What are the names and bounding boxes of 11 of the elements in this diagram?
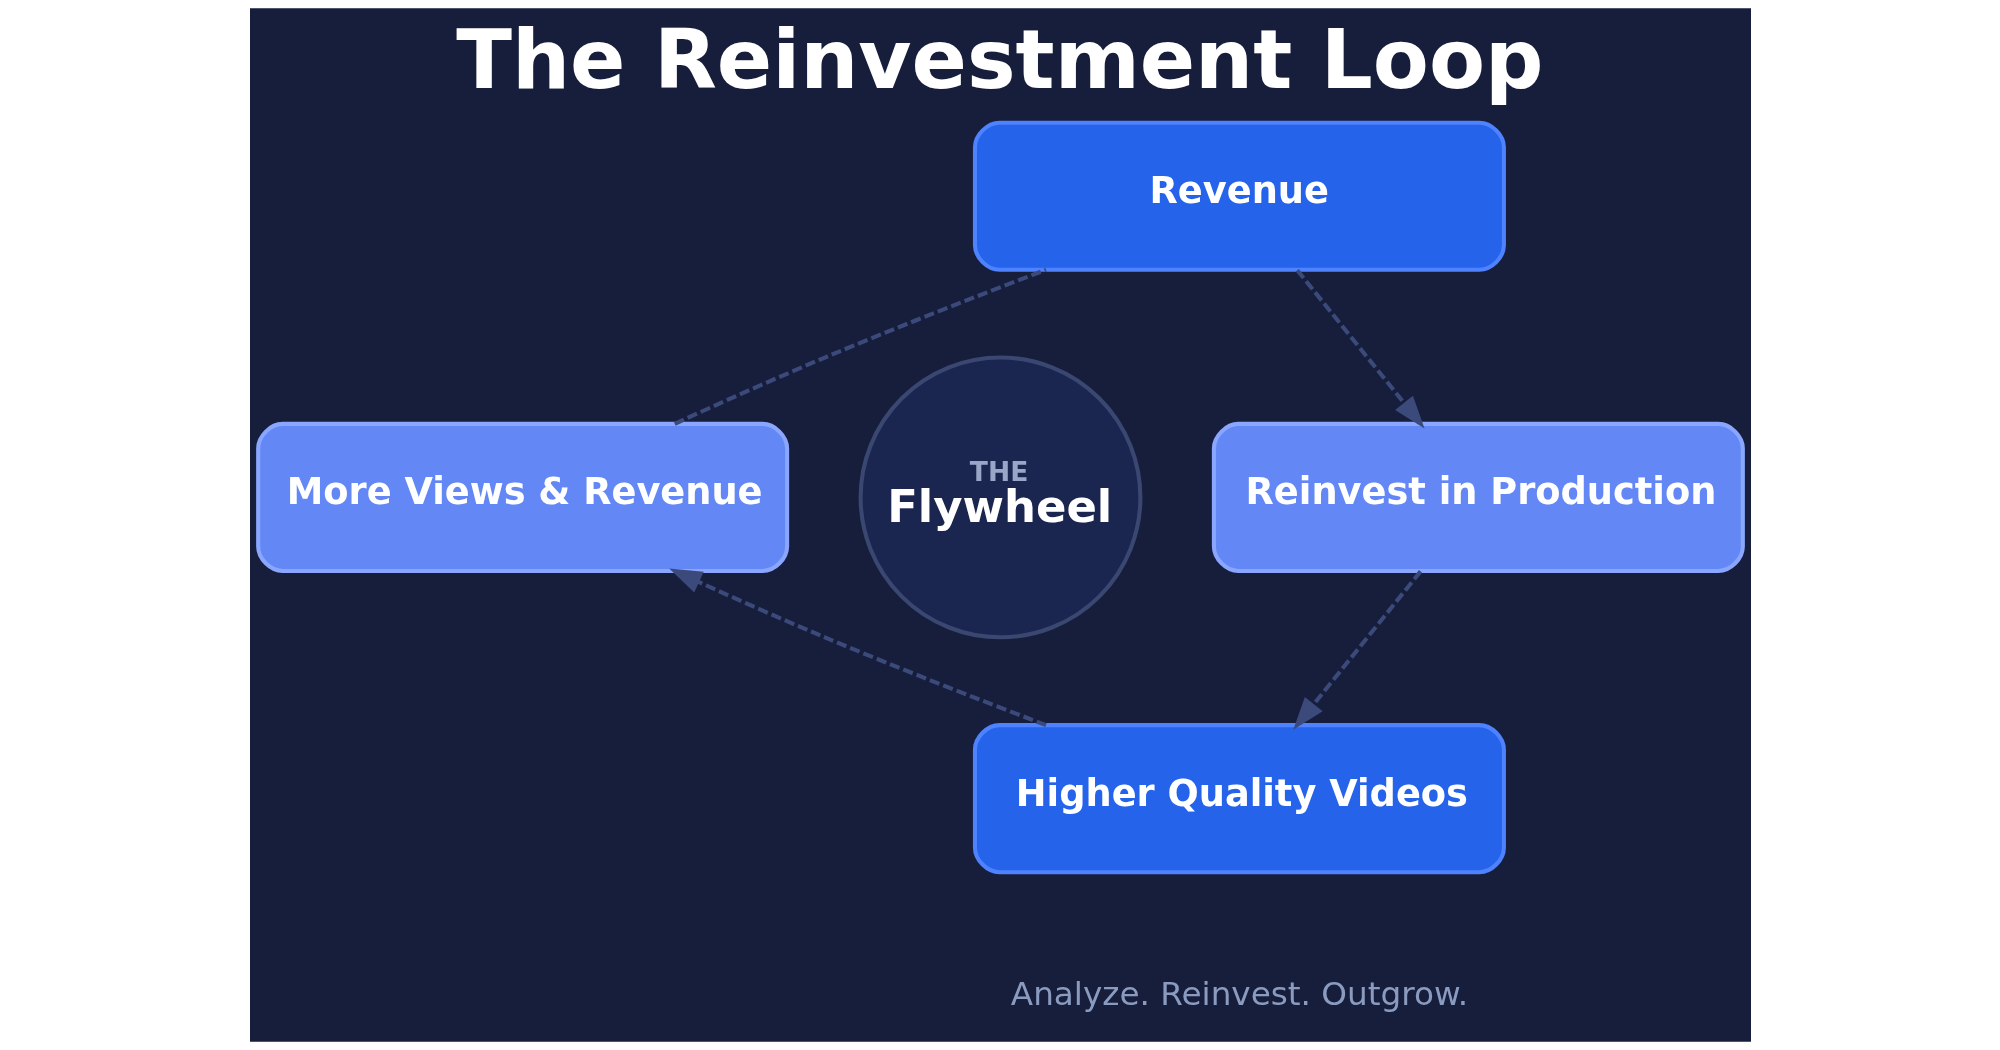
diagram-title: The Reinvestment Loop xyxy=(455,11,1543,107)
connector xyxy=(673,267,1047,426)
node-box: Reinvest in Production xyxy=(1211,421,1745,573)
node-box: Revenue xyxy=(972,120,1506,272)
arrow xyxy=(668,568,1047,727)
arrow xyxy=(1292,570,1422,730)
node-box: More Views & Revenue xyxy=(255,421,789,573)
node-circle: THE Flywheel xyxy=(858,355,1142,640)
arrow xyxy=(1295,268,1425,429)
node-box: Higher Quality Videos xyxy=(972,723,1506,875)
label: Analyze. Reinvest. Outgrow. xyxy=(1010,974,1468,1013)
